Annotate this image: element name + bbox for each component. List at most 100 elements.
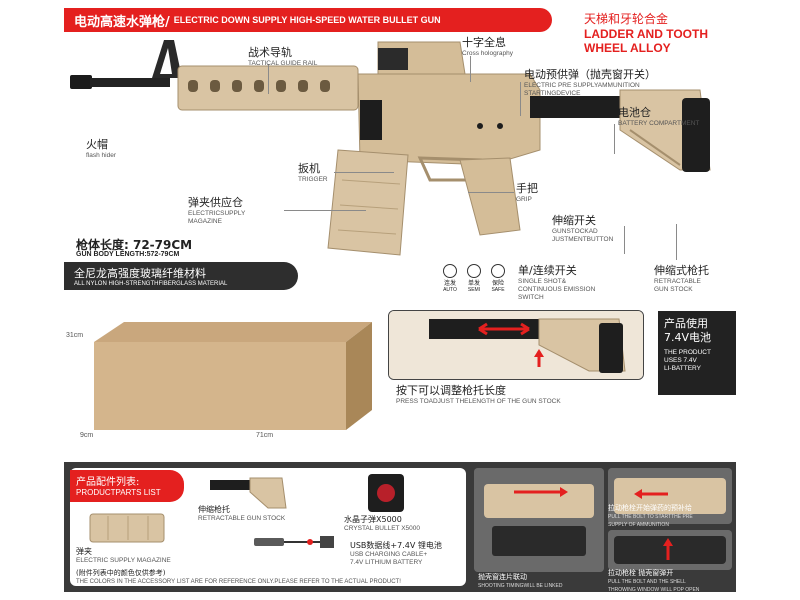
trigger-en: TRIGGER	[298, 176, 328, 183]
stock-adjust-photo	[388, 310, 644, 380]
alloy-en-1: LADDER AND TOOTH	[584, 27, 708, 41]
flash-cn: 火帽	[86, 138, 108, 151]
battery-panel-en-1: THE PRODUCT	[664, 349, 711, 356]
mode-auto-en: AUTO	[443, 287, 457, 293]
gun-length-en: GUN BODY LENGTH:572-79CM	[76, 251, 180, 258]
part-bullets-cn: 水晶子弹X5000	[344, 515, 402, 524]
mode-semi: 单发 SEMI	[464, 264, 484, 293]
holo-cn: 十字全息	[462, 36, 506, 49]
part-stock-cn: 伸缩枪托	[198, 505, 230, 514]
magazine-shape	[327, 149, 409, 256]
parts-title-cn: 产品配件列表:	[76, 477, 140, 488]
stock-adjust-cn: 按下可以调整枪托长度	[396, 384, 506, 397]
box-height: 31cm	[66, 332, 84, 339]
label-mode: 单/连续开关 SINGLE SHOT& CONTINUOUS EMISSION …	[518, 262, 595, 302]
parts-note: (附件列表中的颜色仅供参考) THE COLORS IN THE ACCESSO…	[76, 568, 401, 586]
battery-cn: 电池仓	[618, 106, 651, 119]
part-cable: USB数据线+7.4V 锂电池 USB CHARGING CABLE+ 7.4V…	[350, 540, 442, 567]
photo2-caption: 拉动枪栓开始弹药的预补给 PULL THE BOLT TO STARTTHE P…	[608, 503, 693, 529]
grip-shape	[459, 157, 521, 236]
stock-en-2: GUN STOCK	[654, 286, 693, 293]
fire-mode-icons: 连发 AUTO 单发 SEMI 保险 SAFE	[440, 264, 508, 293]
magazine-en-1: ELECTRICSUPPLY	[188, 210, 246, 217]
grip-en: GRIP	[516, 196, 532, 203]
stock-closeup	[389, 311, 643, 379]
box-depth: 9cm	[80, 432, 94, 439]
battery-en: BATTERY COMPARTMENT	[618, 120, 700, 127]
part-magazine-image	[89, 513, 165, 543]
stock-leader	[676, 224, 677, 260]
parts-note-en: THE COLORS IN THE ACCESSORY LIST ARE FOR…	[76, 579, 401, 585]
box-width: 71cm	[256, 432, 274, 439]
mode-safe: 保险 SAFE	[488, 264, 508, 293]
mode-auto-cn: 连发	[443, 280, 456, 287]
mode-en-1: SINGLE SHOT&	[518, 278, 567, 285]
parts-title-badge: 产品配件列表: PRODUCTPARTS LIST	[70, 470, 184, 502]
part-stock: 伸缩枪托 RETRACTABLE GUN STOCK	[198, 504, 285, 523]
mode-safe-en: SAFE	[491, 287, 505, 293]
photo3-en-2: THROWING WINDOW WILL POP OPEN	[608, 587, 700, 593]
flash-en: flash hider	[86, 152, 116, 159]
part-cable-cn: USB数据线+7.4V 锂电池	[350, 541, 442, 550]
label-grip: 手把 GRIP	[516, 180, 538, 204]
buffer-tube-shape	[530, 96, 630, 118]
stockbtn-en-2: JUSTMENTBUTTON	[552, 236, 614, 243]
receiver-shape	[357, 73, 541, 166]
material-en: ALL NYLON HIGH-STRENGTHFIBERGLASS MATERI…	[74, 281, 228, 287]
alloy-callout: 天梯和牙轮合金 LADDER AND TOOTH WHEEL ALLOY	[584, 10, 794, 55]
rail-en: TACTICAL GUIDE RAIL	[248, 60, 318, 67]
magazine-cn: 弹夹供应仓	[188, 196, 243, 209]
material-cn: 全尼龙高强度玻璃纤维材料	[74, 267, 206, 280]
label-flash: 火帽 flash hider	[86, 136, 116, 160]
magazine-leader	[284, 210, 366, 211]
mode-semi-icon	[467, 264, 481, 278]
title-en: ELECTRIC DOWN SUPPLY HIGH-SPEED WATER BU…	[173, 15, 441, 25]
gun-illustration	[70, 40, 711, 256]
battery-panel-en-2: USES 7.4V	[664, 357, 697, 364]
photo1-en: SHOOTING TIMINGWILL BE LINKED	[478, 583, 563, 589]
label-trigger: 扳机 TRIGGER	[298, 160, 328, 184]
battery-panel-cn-2: 7.4V电池	[664, 331, 712, 344]
alloy-cn: 天梯和牙轮合金	[584, 12, 669, 26]
gun-length-cn: 枪体长度: 72-79CM	[76, 238, 193, 252]
stockbtn-en-1: GUNSTOCKAD	[552, 228, 598, 235]
photo3-cn: 拉动枪栓 抛壳窗弹开	[608, 569, 674, 577]
part-bullets: 水晶子弹X5000 CRYSTAL BULLET X5000	[344, 514, 420, 533]
magazine-en-2: MAGAZINE	[188, 218, 222, 225]
material-banner: 全尼龙高强度玻璃纤维材料 ALL NYLON HIGH-STRENGTHFIBE…	[64, 262, 298, 290]
mode-safe-cn: 保险	[491, 280, 504, 287]
label-rail: 战术导轨 TACTICAL GUIDE RAIL	[248, 44, 317, 68]
stock-adjust-caption: 按下可以调整枪托长度 PRESS TOADJUST THELENGTH OF T…	[396, 382, 561, 406]
trigger-leader	[334, 172, 394, 173]
part-cable-image	[254, 536, 334, 548]
part-magazine: 弹夹 ELECTRIC SUPPLY MAGAZINE	[76, 546, 171, 565]
flash-hider-shape	[70, 75, 92, 89]
part-magazine-cn: 弹夹	[76, 547, 92, 556]
part-cable-en-1: USB CHARGING CABLE+	[350, 551, 428, 558]
stockbtn-leader	[624, 226, 625, 254]
label-stockbtn: 伸缩开关 GUNSTOCKAD JUSTMENTBUTTON	[552, 212, 613, 244]
photo-pull-bolt	[608, 468, 732, 524]
start-en-1: ELECTRIC PRE SUPPLYAMMUNITION	[524, 82, 640, 89]
mode-semi-cn: 单发	[467, 280, 480, 287]
start-leader	[520, 82, 521, 116]
part-bullets-en: CRYSTAL BULLET X5000	[344, 525, 420, 532]
title-cn: 电动高速水弹枪/	[74, 14, 170, 30]
mode-en-3: SWITCH	[518, 294, 544, 301]
trigger-cn: 扳机	[298, 162, 320, 175]
alloy-en-2: WHEEL ALLOY	[584, 41, 671, 55]
mode-cn: 单/连续开关	[518, 264, 577, 277]
part-bullets-image	[368, 474, 404, 512]
photo-linked-window	[474, 468, 604, 572]
battery-leader	[614, 124, 615, 154]
mode-auto: 连发 AUTO	[440, 264, 460, 293]
grip-cn: 手把	[516, 182, 538, 195]
barrel-shape	[90, 78, 170, 87]
holo-en: Cross holography	[462, 50, 513, 57]
photo-shell-window	[608, 530, 732, 570]
mode-safe-icon	[491, 264, 505, 278]
photo3-en-1: PULL THE BOLT AND THE SHELL	[608, 579, 686, 585]
title-banner: 电动高速水弹枪/ ELECTRIC DOWN SUPPLY HIGH-SPEED…	[64, 8, 552, 32]
label-start: 电动预供弹（抛壳窗开关） ELECTRIC PRE SUPPLYAMMUNITI…	[524, 66, 656, 98]
label-battery: 电池仓 BATTERY COMPARTMENT	[618, 104, 699, 128]
